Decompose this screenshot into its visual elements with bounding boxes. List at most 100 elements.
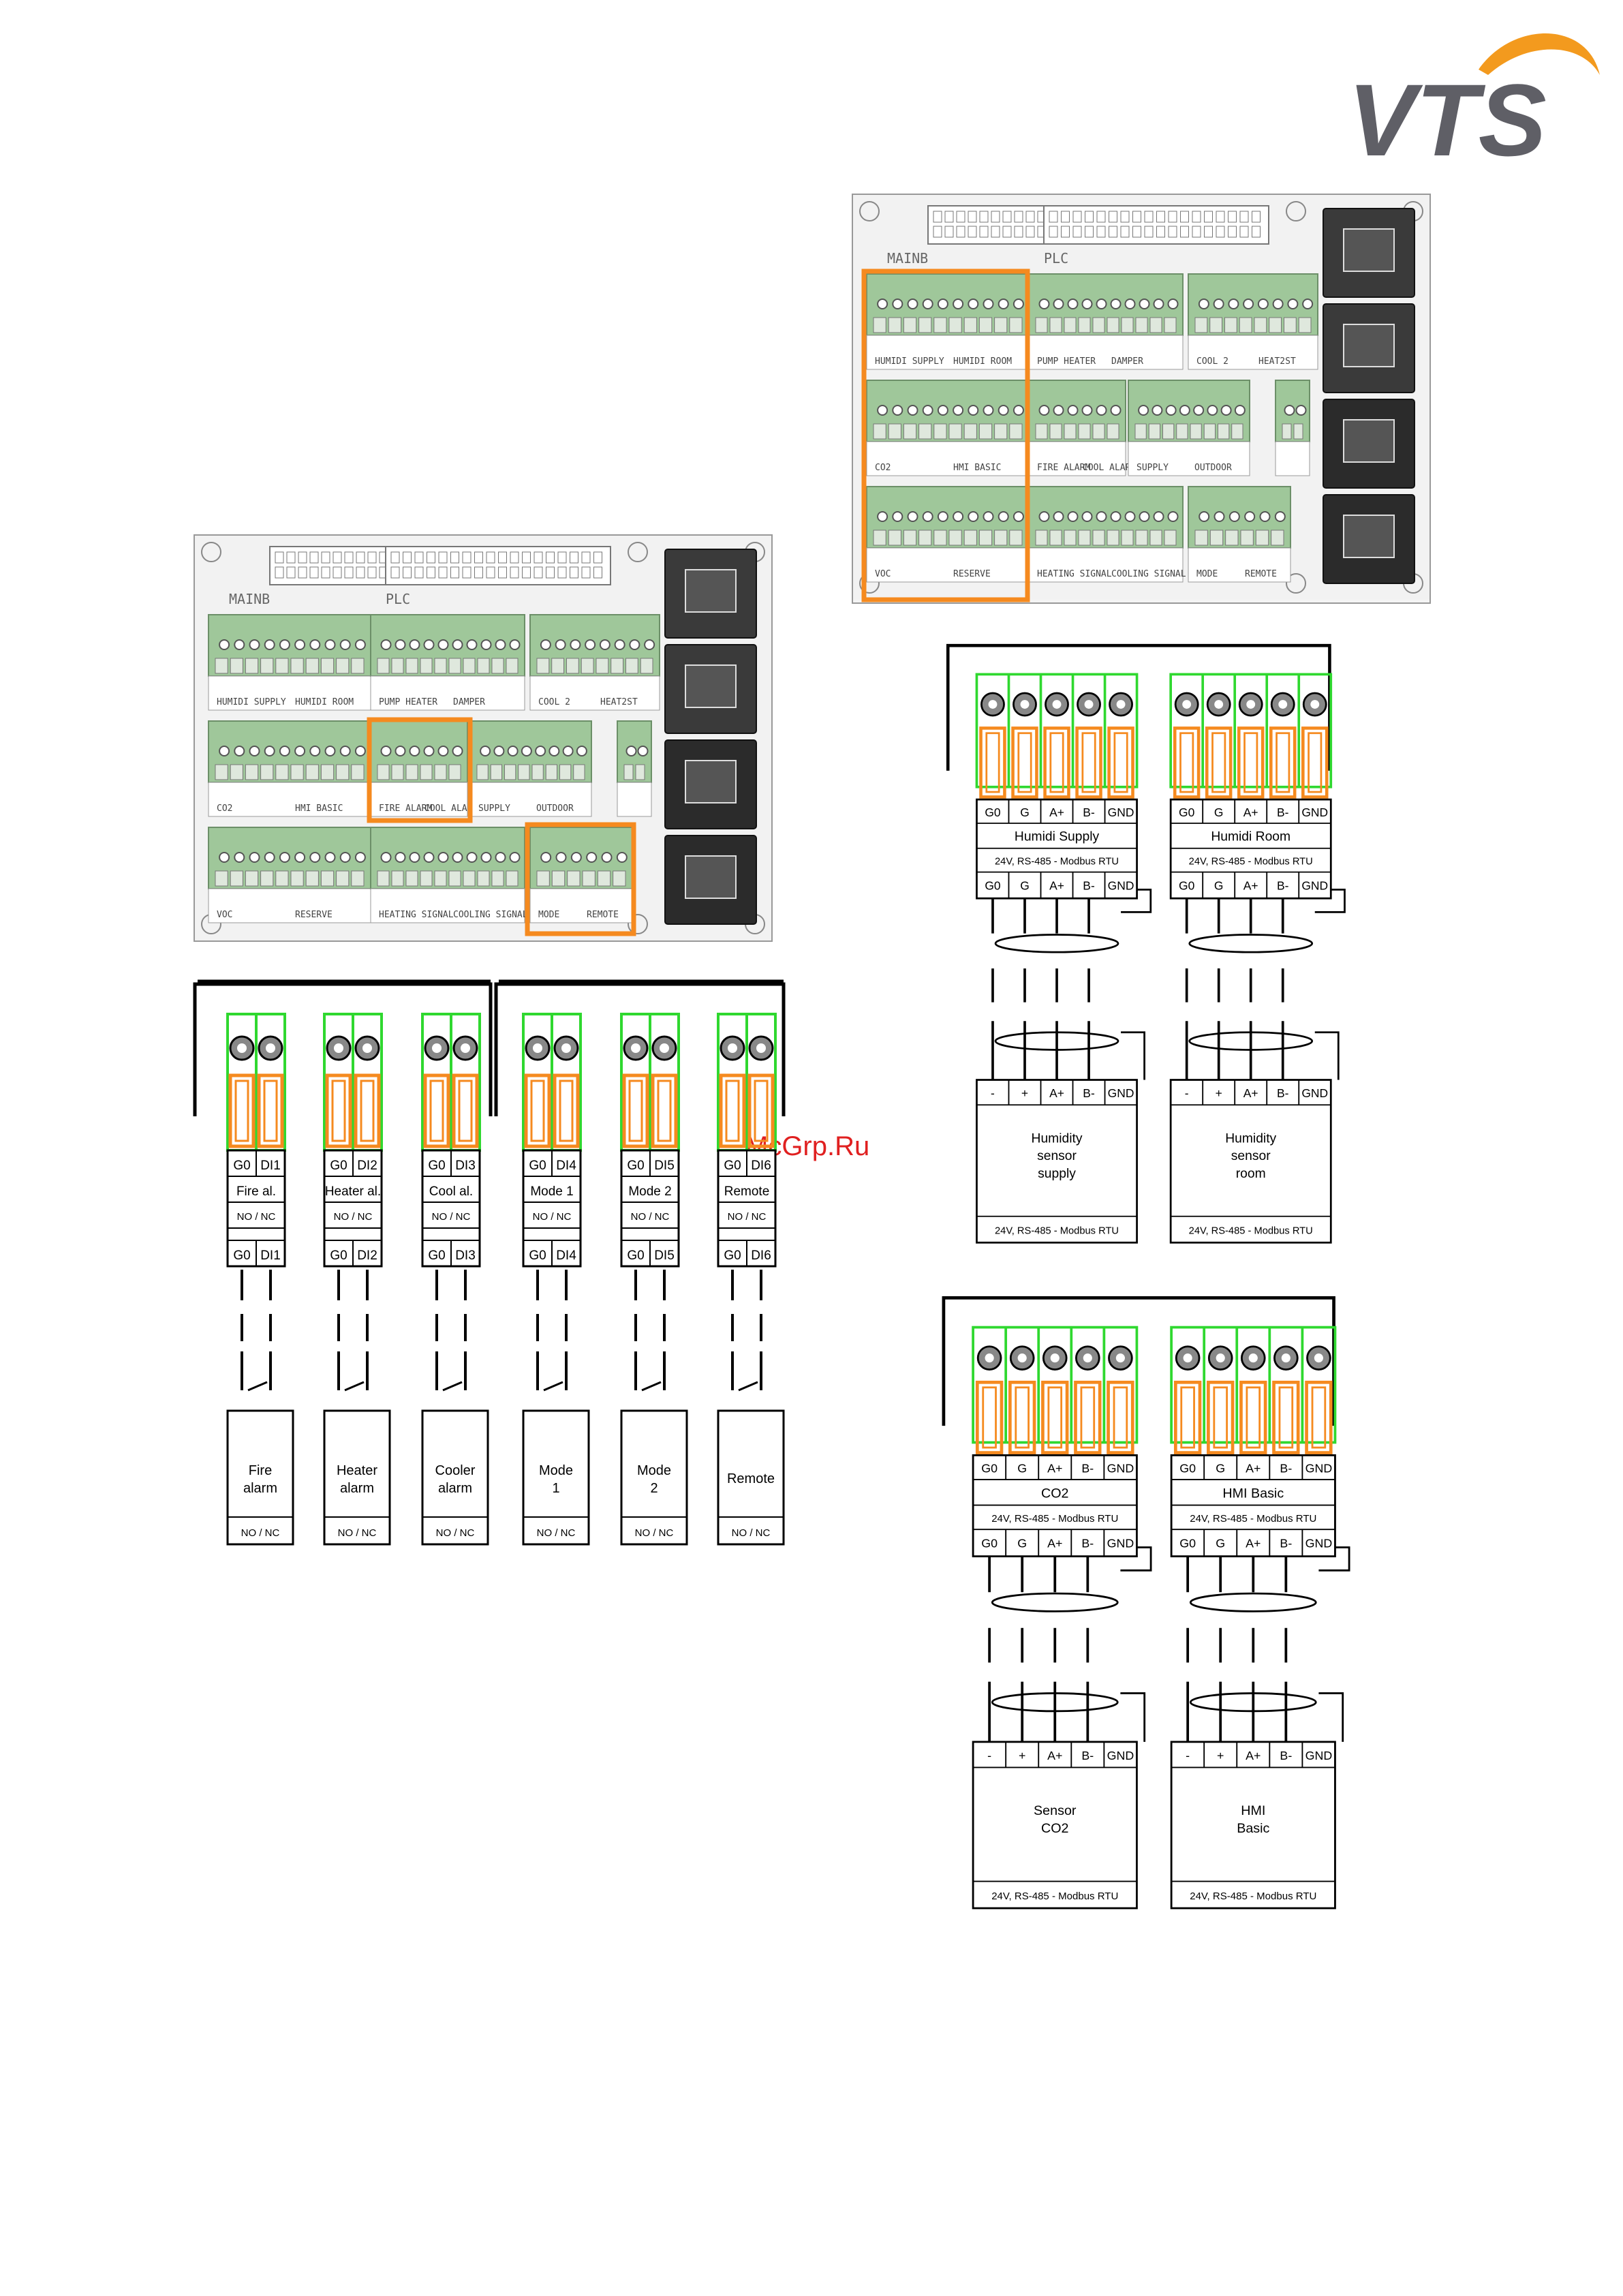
terminal-group-label: SUPPLY: [1137, 463, 1169, 473]
header-pin: [956, 211, 965, 223]
rj45-socket: [1343, 324, 1395, 367]
pin-label: A+: [1049, 1086, 1064, 1100]
terminal-slot: [582, 870, 596, 887]
terminal-screw: [409, 852, 420, 863]
terminal-clamp: [979, 726, 1006, 799]
rj45-socket: [1343, 419, 1395, 463]
header-pin: [510, 551, 519, 564]
mount-hole: [859, 201, 880, 221]
terminal-screw: [480, 746, 491, 756]
terminal-screw: [409, 746, 420, 756]
terminal-screw: [968, 511, 979, 522]
terminal-screw: [983, 405, 994, 416]
header-pin: [450, 551, 459, 564]
header-pin: [1014, 226, 1023, 238]
terminal-slot: [933, 530, 947, 546]
terminal-slot: [405, 658, 418, 674]
pin-label: DI6: [751, 1249, 771, 1263]
terminal-screw: [1193, 405, 1205, 416]
terminal-clamp: [1237, 726, 1265, 799]
terminal-slot: [230, 870, 243, 887]
terminal-group-label: HUMIDI ROOM: [295, 697, 354, 707]
terminal-clamp: [553, 1073, 580, 1148]
terminal-clamp: [1043, 726, 1070, 799]
header-pin: [1072, 226, 1082, 238]
modbus-device: [972, 1741, 1138, 1910]
terminal-slot: [613, 870, 626, 887]
terminal-slot: [391, 658, 404, 674]
terminal-group-label: FIRE ALARM: [379, 803, 432, 814]
header-pin: [286, 566, 296, 579]
terminal-screw: [380, 852, 392, 863]
terminal-clamp: [1205, 726, 1233, 799]
pin-label: B-: [1081, 1749, 1094, 1762]
terminal-screw: [585, 639, 596, 650]
terminal-screw-hole: [728, 1043, 737, 1053]
terminal-group-label: OUTDOOR: [1194, 463, 1232, 473]
device-box: [421, 1409, 489, 1546]
terminal-slot: [1135, 317, 1148, 333]
header-pin: [557, 566, 567, 579]
terminal-screw-hole: [1314, 1353, 1323, 1363]
terminal-screw-hole: [631, 1043, 640, 1053]
terminal-group-label: DAMPER: [453, 697, 485, 707]
pin-label: G: [1214, 878, 1224, 892]
terminal-screw: [998, 511, 1009, 522]
pin-label: G: [1020, 806, 1030, 819]
terminal-slot: [1121, 317, 1134, 333]
terminal-slot: [290, 658, 304, 674]
terminal-slot: [1239, 317, 1252, 333]
contact-type: NO / NC: [732, 1527, 771, 1539]
terminal-slot: [1049, 317, 1062, 333]
header-pin: [933, 226, 942, 238]
highlight-frame: [367, 717, 473, 823]
header-pin: [570, 566, 578, 579]
terminal-slot: [888, 317, 901, 333]
terminal-slot: [1164, 530, 1177, 546]
terminal-screw: [1259, 511, 1271, 522]
terminal-screw-hole: [432, 1043, 442, 1053]
modbus-label-block: [1169, 798, 1332, 900]
terminal-clamp-inner: [1211, 732, 1226, 793]
pin-label: B-: [1081, 1537, 1094, 1550]
terminal-slot: [1190, 423, 1202, 440]
pin-label: G0: [627, 1159, 644, 1173]
device-label: HMI: [1241, 1803, 1265, 1818]
terminal-clamp: [423, 1073, 450, 1148]
terminal-group-label: COOL ALARM: [424, 803, 478, 814]
terminal-slot: [888, 423, 901, 440]
terminal-slot: [1209, 317, 1222, 333]
terminal-slot: [1009, 530, 1023, 546]
terminal-screw: [380, 746, 392, 756]
terminal-labels: [1188, 335, 1318, 370]
rj45-socket: [685, 569, 737, 613]
terminal-clamp-inner: [628, 1080, 643, 1142]
terminal-clamp-inner: [754, 1080, 769, 1142]
terminal-screw: [1081, 299, 1093, 309]
header-pin: [510, 566, 519, 579]
plc-label: PLC: [1044, 250, 1068, 266]
device-spec: 24V, RS-485 - Modbus RTU: [995, 1225, 1119, 1236]
terminal-slot: [1078, 530, 1091, 546]
rj45-socket: [1343, 515, 1395, 558]
terminal-slot: [1121, 530, 1134, 546]
shield-wire: [1318, 1692, 1344, 1742]
pin-label: B-: [1083, 1086, 1095, 1100]
pin-label: B-: [1277, 1086, 1289, 1100]
terminal-screw-hole: [533, 1043, 542, 1053]
terminal-slot: [1254, 317, 1267, 333]
terminal-slot: [1176, 423, 1188, 440]
terminal-screw-hole: [1084, 700, 1094, 709]
terminal-slot: [918, 317, 932, 333]
terminal-group-label: MODE: [1196, 569, 1218, 579]
header-pin: [1252, 211, 1261, 223]
terminal-screw: [629, 639, 640, 650]
header-pin: [333, 551, 342, 564]
terminal-clamp: [228, 1073, 256, 1148]
terminal-slot: [1255, 530, 1269, 546]
terminal-screw-hole: [1083, 1353, 1092, 1363]
header-pin: [1252, 226, 1261, 238]
rj45-socket: [1343, 228, 1395, 272]
terminal-screw-hole: [237, 1043, 247, 1053]
